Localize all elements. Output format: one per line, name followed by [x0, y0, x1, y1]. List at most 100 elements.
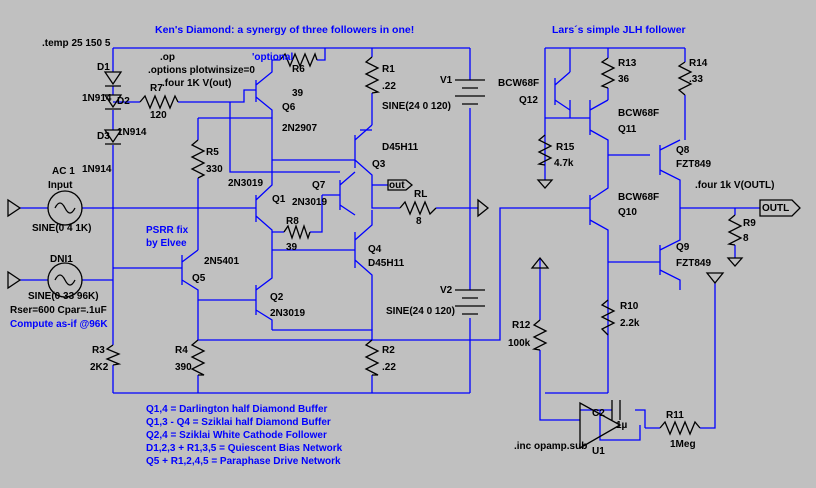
r1-value: .22: [382, 81, 396, 92]
port-arrows: [7, 198, 725, 290]
d1-label: D1: [97, 62, 110, 73]
ac-wave: SINE(0 4 1K): [32, 223, 91, 234]
compute-note: Compute as-if @96K: [10, 319, 108, 330]
diode-d2: [103, 94, 123, 110]
r12-label: R12: [512, 320, 531, 331]
r12-value: 100k: [508, 338, 531, 349]
v2-value: SINE(24 0 120): [386, 306, 455, 317]
r15-label: R15: [556, 142, 575, 153]
source-dni1: [47, 262, 83, 298]
r5-label: R5: [206, 147, 219, 158]
r8-label: R8: [286, 216, 299, 227]
v1-label: V1: [440, 75, 453, 86]
d3-label: D3: [97, 131, 110, 142]
q1-value: 2N3019: [228, 178, 263, 189]
q6-label: Q6: [282, 102, 296, 113]
net-label-outl: [759, 199, 801, 217]
battery-v1: [455, 79, 485, 105]
q5-label: Q5: [192, 273, 206, 284]
resistor-r15: [536, 134, 553, 166]
r8-value: 39: [286, 242, 298, 253]
four-right-directive: .four 1k V(OUTL): [695, 180, 774, 191]
rl-value: 8: [416, 216, 422, 227]
resistor-r7: [139, 94, 179, 110]
q5-value: 2N5401: [204, 256, 239, 267]
ac-label: AC 1: [52, 166, 75, 177]
q1-label: Q1: [272, 194, 286, 205]
r7-label: R7: [150, 83, 163, 94]
resistor-r4: [190, 339, 206, 376]
resistor-r9: [726, 214, 743, 246]
resistor-r10: [600, 299, 616, 336]
r7-value: 120: [150, 110, 167, 121]
resistor-r3: [105, 344, 122, 366]
psrr-note-1: PSRR fix: [146, 225, 189, 236]
q3-label: Q3: [372, 159, 386, 170]
resistor-rl: [399, 200, 437, 216]
opamp-u1: [579, 401, 622, 450]
note-line-3: Q2,4 = Sziklai White Cathode Follower: [146, 430, 327, 441]
psrr-note-2: by Elvee: [146, 238, 187, 249]
q10-label: Q10: [618, 207, 637, 218]
r4-value: 390: [175, 362, 192, 373]
source-input: [47, 190, 83, 226]
q11-value: BCW68F: [618, 108, 659, 119]
rl-label: RL: [414, 189, 427, 200]
resistor-r6: [279, 52, 318, 68]
ground-r9: [726, 257, 744, 267]
q10-value: BCW68F: [618, 192, 659, 203]
battery-v2: [455, 289, 485, 315]
q6-value: 2N2907: [282, 123, 317, 134]
c2-label: C2: [592, 408, 605, 419]
d2-value: 1N914: [117, 127, 147, 138]
r10-label: R10: [620, 301, 639, 312]
d2-label: D2: [117, 96, 130, 107]
ground-r15: [536, 179, 554, 189]
q9-label: Q9: [676, 242, 690, 253]
q4-value: D45H11: [368, 258, 405, 269]
right-circuit-wires: [539, 47, 760, 441]
r3-value: 2K2: [90, 362, 109, 373]
q12-value: BCW68F: [498, 78, 539, 89]
resistor-r13: [600, 57, 616, 89]
q2-value: 2N3019: [270, 308, 305, 319]
r3-label: R3: [92, 345, 105, 356]
temp-directive: .temp 25 150 5: [42, 38, 111, 49]
q9-value: FZT849: [676, 258, 711, 269]
r15-value: 4.7k: [554, 158, 574, 169]
resistor-r12: [531, 319, 548, 351]
q7-label: Q7: [312, 180, 326, 191]
dni1-wave: SINE(0 33 96K): [28, 291, 99, 302]
ac-value: Input: [48, 180, 73, 191]
q11-label: Q11: [618, 124, 637, 135]
capacitor-c2: [611, 400, 621, 420]
right-title: Lars´s simple JLH follower: [552, 24, 686, 36]
r6-value: 39: [292, 88, 304, 99]
resistor-r5: [190, 139, 206, 179]
resistor-r8: [283, 223, 311, 241]
v2-label: V2: [440, 285, 453, 296]
inc-directive: .inc opamp.sub: [514, 441, 587, 452]
r2-label: R2: [382, 345, 395, 356]
resistor-r11: [659, 420, 701, 436]
r2-value: .22: [382, 362, 396, 373]
r13-label: R13: [618, 58, 637, 69]
q12-label: Q12: [519, 95, 538, 106]
r6-label: R6: [292, 64, 305, 75]
note-line-4: D1,2,3 + R1,3,5 = Quiescent Bias Network: [146, 443, 343, 454]
d3-value: 1N914: [82, 164, 112, 175]
r4-label: R4: [175, 345, 188, 356]
resistor-r14: [677, 61, 693, 96]
dni1-label: DNI1: [50, 254, 73, 265]
r14-label: R14: [689, 58, 708, 69]
net-out-text: out: [389, 180, 405, 191]
optional-label: 'optional: [252, 52, 293, 63]
r9-label: R9: [743, 218, 756, 229]
diode-d3: [103, 129, 123, 145]
options-directive: .options plotwinsize=0: [148, 65, 255, 76]
dni1-param: Rser=600 Cpar=.1uF: [10, 305, 107, 316]
left-title: Ken's Diamond: a synergy of three follow…: [155, 24, 414, 36]
r10-value: 2.2k: [620, 318, 640, 329]
op-directive: .op: [160, 52, 175, 63]
